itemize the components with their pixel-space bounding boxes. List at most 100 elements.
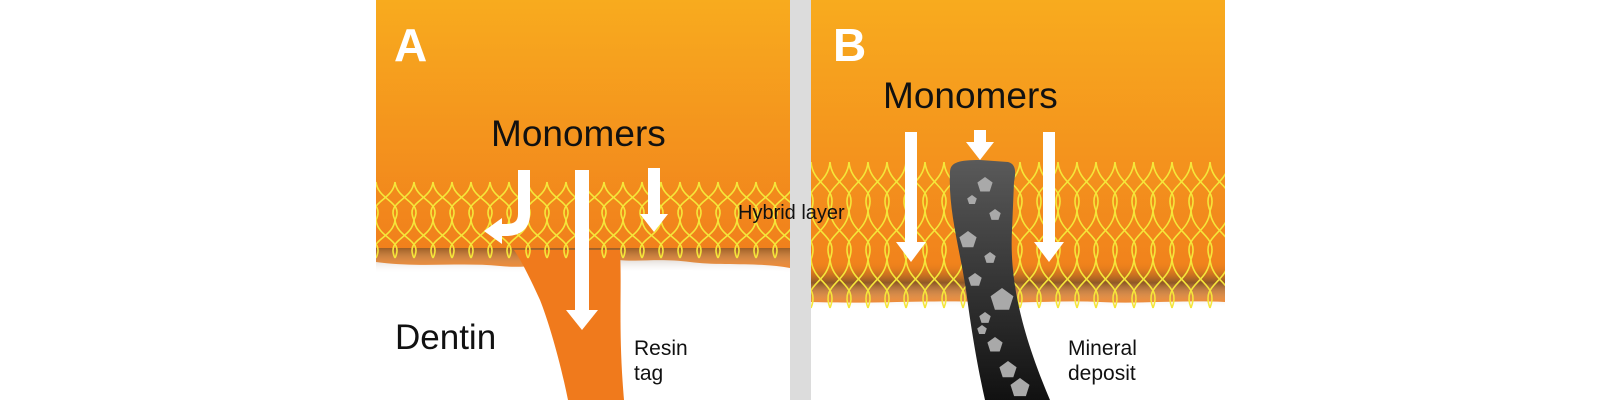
collagen-fiber [1074,162,1099,211]
collagen-fiber [696,219,721,259]
collagen-fiber [811,210,833,260]
collagen-fiber [1131,162,1156,211]
dentin-label: Dentin [395,318,497,357]
collagen-fiber [639,219,664,259]
collagen-fiber [1188,210,1213,260]
collagen-fiber [827,259,852,309]
collagen-fiber [677,181,702,221]
collagen-fiber [449,181,474,221]
collagen-fiber [1169,259,1194,309]
collagen-fiber [1207,259,1225,309]
collagen-fiber [376,182,379,221]
collagen-fiber [846,259,871,309]
collagen-fiber [1093,210,1118,260]
collagen-fiber [811,162,814,211]
collagen-fiber [865,259,890,309]
collagen-fiber [1017,210,1042,260]
collagen-fiber [772,181,790,221]
mineral-particle [977,177,993,192]
collagen-fiber [1017,162,1042,211]
collagen-fiber [411,181,436,221]
panel-b-arrows [896,130,1064,262]
mineral-deposit-label: Mineral deposit [1068,336,1137,386]
collagen-fiber [734,219,759,259]
collagen-fiber [1055,162,1080,211]
collagen-fiber [1227,259,1250,308]
collagen-fiber [376,219,398,259]
collagen-fiber [1169,210,1194,260]
collagen-fiber [1093,162,1118,211]
mineral-particle [999,361,1017,378]
collagen-fiber [1055,210,1080,260]
collagen-fiber [811,259,833,309]
collagen-fiber [922,210,947,260]
collagen-fiber [827,210,852,260]
collagen-fiber [1055,259,1080,309]
collagen-fiber [865,162,890,211]
collagen-fiber [865,210,890,260]
collagen-fiber [1207,210,1225,260]
collagen-fiber [376,220,379,259]
collagen-fiber [1017,259,1042,309]
collagen-fiber [827,162,852,211]
collagen-fiber [525,219,550,259]
collagen-fiber [601,219,626,259]
collagen-fiber [1227,211,1250,260]
panel-divider [790,0,811,400]
collagen-fiber [715,219,740,259]
collagen-fiber [1188,162,1213,211]
mineral-particle [959,231,977,248]
collagen-fiber [1227,162,1250,211]
collagen-fiber [922,259,947,309]
collagen-fiber [376,181,398,221]
collagen-fiber [884,259,909,309]
collagen-fiber [411,219,436,259]
panel-b-dentin-shadow [811,262,1225,308]
collagen-fiber [487,181,512,221]
collagen-fiber [903,259,928,309]
panel-a-letter: A [394,19,428,71]
collagen-fiber [544,181,569,221]
mineral-particle [967,195,977,204]
mineral-deposit-label-line1: Mineral [1068,337,1137,360]
collagen-fiber [1131,259,1156,309]
collagen-fiber [1150,162,1175,211]
collagen-fiber [753,181,778,221]
collagen-fiber [1112,162,1137,211]
collagen-fiber [392,181,417,221]
collagen-fiber [677,219,702,259]
collagen-fiber [544,219,569,259]
collagen-fiber [1150,210,1175,260]
panel-b-letter: B [833,19,867,71]
collagen-fiber [1188,259,1213,309]
collagen-fiber [811,259,814,309]
mineral-particle [990,288,1014,310]
collagen-fiber [392,219,417,259]
collagen-fiber [715,181,740,221]
hybrid-layer-label: Hybrid layer [738,202,845,224]
mineral-particle [984,252,996,263]
monomers-label-b: Monomers [883,75,1058,116]
collagen-fiber [620,219,645,259]
mineral-deposit-label-line2: deposit [1068,362,1136,385]
collagen-fiber [601,181,626,221]
collagen-fiber [1074,259,1099,309]
collagen-fiber [1036,259,1061,309]
mineral-particle [977,325,987,334]
collagen-fiber [1112,210,1137,260]
mineral-particle [979,312,991,323]
resin-tag [514,250,624,400]
collagen-fiber [430,219,455,259]
collagen-fiber [658,219,683,259]
mineral-deposit-column [949,160,1050,400]
collagen-fiber [811,210,814,260]
collagen-fiber [430,181,455,221]
collagen-fiber [1112,259,1137,309]
collagen-fiber [1169,162,1194,211]
collagen-fiber [449,219,474,259]
collagen-fiber [846,162,871,211]
resin-tag-label-line2: tag [634,362,664,385]
resin-tag-label-line1: Resin [634,337,688,360]
collagen-fiber [922,162,947,211]
